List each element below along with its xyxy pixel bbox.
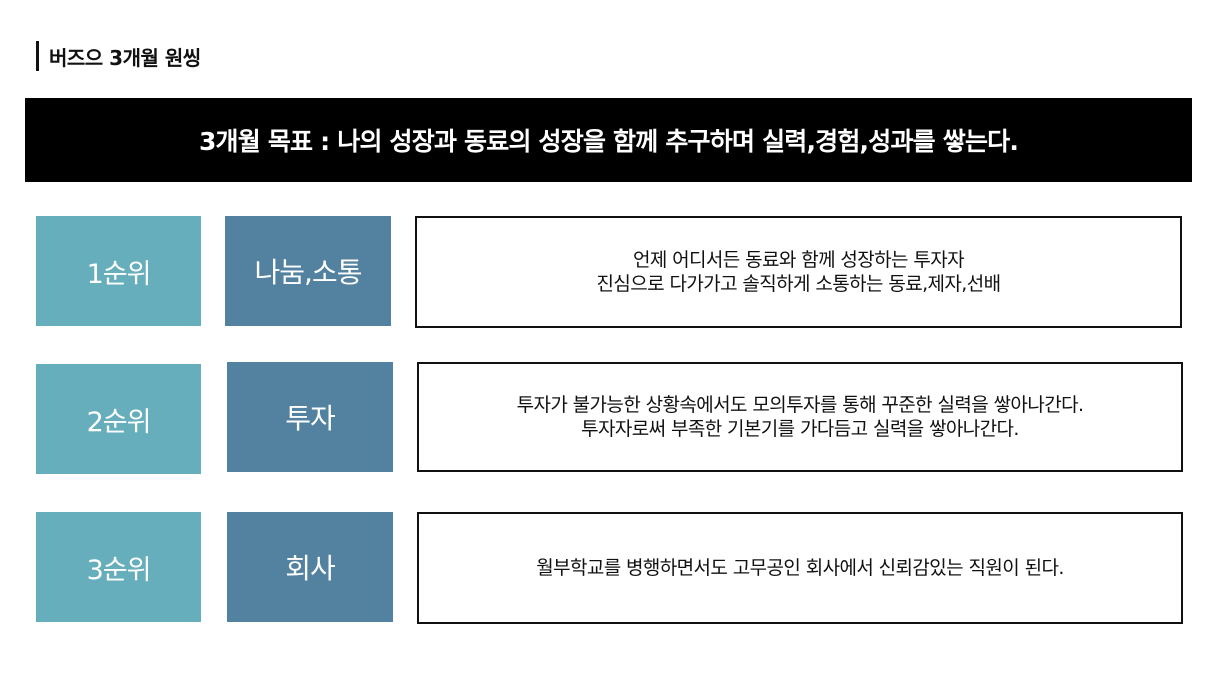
description-line: 언제 어디서든 동료와 함께 성장하는 투자자 [632, 249, 965, 271]
priority-row-1: 1순위 나눔,소통 언제 어디서든 동료와 함께 성장하는 투자자 진심으로 다… [0, 216, 1216, 328]
heading-accent-bar [36, 41, 39, 71]
rank-badge: 1순위 [36, 216, 201, 326]
description-box: 언제 어디서든 동료와 함께 성장하는 투자자 진심으로 다가가고 솔직하게 소… [415, 216, 1182, 328]
rank-badge: 3순위 [36, 512, 201, 622]
description-line: 투자가 불가능한 상황속에서도 모의투자를 통해 꾸준한 실력을 쌓아나간다. [516, 394, 1084, 416]
goal-text: 3개월 목표 : 나의 성장과 동료의 성장을 함께 추구하며 실력,경험,성과… [198, 127, 1019, 156]
priority-row-3: 3순위 회사 월부학교를 병행하면서도 고무공인 회사에서 신뢰감있는 직원이 … [0, 512, 1216, 624]
description-line: 진심으로 다가가고 솔직하게 소통하는 동료,제자,선배 [596, 273, 1002, 295]
description-box: 투자가 불가능한 상황속에서도 모의투자를 통해 꾸준한 실력을 쌓아나간다. … [417, 362, 1183, 472]
topic-badge: 회사 [227, 512, 393, 622]
description-line: 투자자로써 부족한 기본기를 가다듬고 실력을 쌓아나간다. [581, 418, 1019, 440]
section-heading: 버즈으 3개월 원씽 [36, 40, 201, 72]
rank-badge: 2순위 [36, 364, 201, 474]
goal-banner: 3개월 목표 : 나의 성장과 동료의 성장을 함께 추구하며 실력,경험,성과… [25, 98, 1192, 182]
heading-title: 버즈으 3개월 원씽 [49, 45, 201, 70]
description-line: 월부학교를 병행하면서도 고무공인 회사에서 신뢰감있는 직원이 된다. [536, 557, 1064, 579]
priority-row-2: 2순위 투자 투자가 불가능한 상황속에서도 모의투자를 통해 꾸준한 실력을 … [0, 362, 1216, 474]
topic-badge: 투자 [227, 362, 393, 472]
topic-badge: 나눔,소통 [225, 216, 391, 326]
description-box: 월부학교를 병행하면서도 고무공인 회사에서 신뢰감있는 직원이 된다. [417, 512, 1183, 624]
